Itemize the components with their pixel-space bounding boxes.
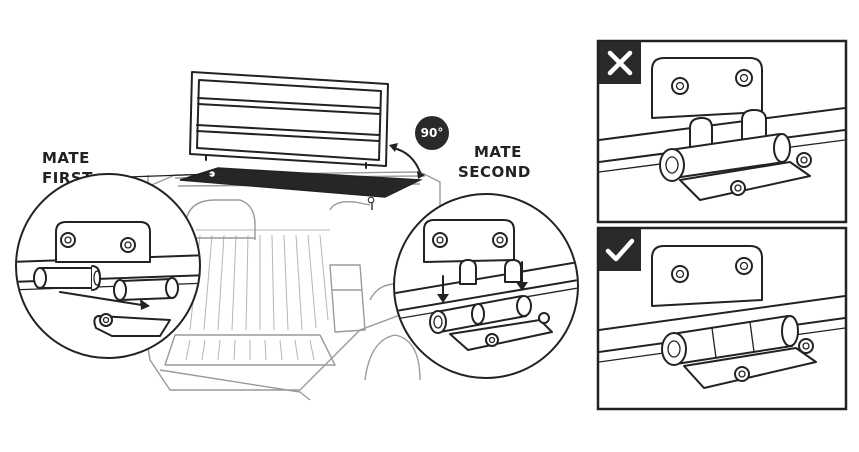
mate-second-label-line2: SECOND — [458, 163, 531, 181]
truck-bed-illustration — [139, 171, 441, 401]
correct-example-panel — [596, 226, 848, 411]
angle-label: 90° — [421, 126, 444, 140]
angle-badge — [415, 116, 449, 150]
mate-first-label-line1: MATE — [42, 149, 90, 167]
incorrect-example-panel — [596, 39, 848, 224]
mate-second-label-line1: MATE — [474, 143, 522, 161]
mate-first-detail-callout — [15, 173, 201, 359]
rotation-indicator: 90° — [389, 116, 449, 179]
raised-cover-panel — [189, 71, 389, 169]
checkmark-icon — [605, 238, 635, 262]
front-rail-hinge-strip — [179, 167, 423, 204]
correct-badge — [599, 229, 641, 271]
x-icon — [607, 50, 633, 76]
mate-second-detail-callout — [393, 193, 579, 379]
